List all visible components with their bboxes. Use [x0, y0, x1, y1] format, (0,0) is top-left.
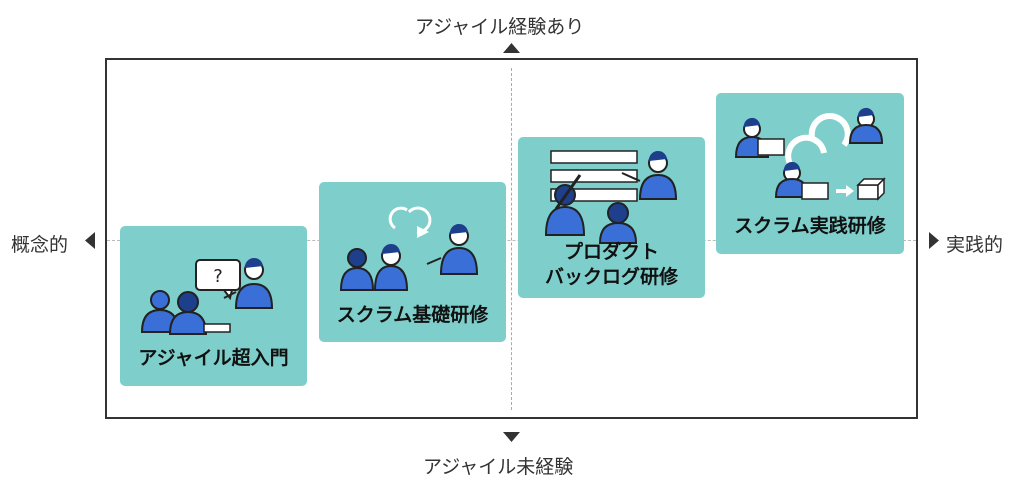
arrow-down-icon — [503, 432, 520, 442]
person-icon — [774, 161, 810, 198]
card-product-backlog[interactable]: プロダクト バックログ研修 — [518, 137, 705, 298]
vertical-divider — [511, 68, 512, 410]
arrow-right-icon — [929, 232, 939, 249]
card-scrum-basic[interactable]: スクラム基礎研修 — [319, 182, 506, 342]
card-scrum-practice[interactable]: スクラム実践研修 — [716, 93, 904, 254]
person-icon — [848, 107, 884, 144]
card-title: スクラム実践研修 — [734, 215, 886, 237]
arrow-left-icon — [85, 232, 95, 249]
axis-bottom-label: アジャイル未経験 — [423, 456, 574, 478]
svg-text:?: ? — [213, 266, 223, 287]
person-icon — [544, 174, 586, 236]
cycle-arrow-icon — [785, 113, 851, 172]
card-title-line2: バックログ研修 — [544, 266, 678, 288]
axis-top-label: アジャイル経験あり — [415, 16, 585, 38]
scrum-basic-illustration — [339, 206, 479, 291]
person-icon — [638, 150, 678, 200]
backlog-illustration — [544, 150, 678, 244]
box-icon — [856, 177, 886, 201]
card-agile-intro[interactable]: ? アジャイル超入門 — [120, 226, 307, 386]
cycle-arrow-icon — [388, 206, 432, 238]
quadrant-frame — [105, 58, 918, 419]
person-icon — [439, 223, 479, 275]
intro-illustration: ? — [140, 257, 274, 335]
laptop-icon — [757, 138, 785, 156]
card-title-line1: プロダクト — [563, 241, 659, 263]
person-icon — [373, 243, 409, 291]
person-icon — [598, 202, 638, 244]
card-title: アジャイル超入門 — [138, 347, 289, 369]
scrum-practice-illustration — [734, 107, 886, 201]
axis-left-label: 概念的 — [11, 234, 69, 256]
card-title: スクラム基礎研修 — [336, 304, 489, 326]
arrow-up-icon — [503, 43, 520, 53]
person-icon — [168, 291, 208, 335]
axis-right-label: 実践的 — [946, 234, 1004, 256]
laptop-icon — [801, 182, 829, 200]
person-icon — [339, 248, 375, 291]
person-icon — [140, 290, 180, 333]
horizontal-divider — [107, 240, 916, 241]
person-icon — [234, 257, 274, 309]
